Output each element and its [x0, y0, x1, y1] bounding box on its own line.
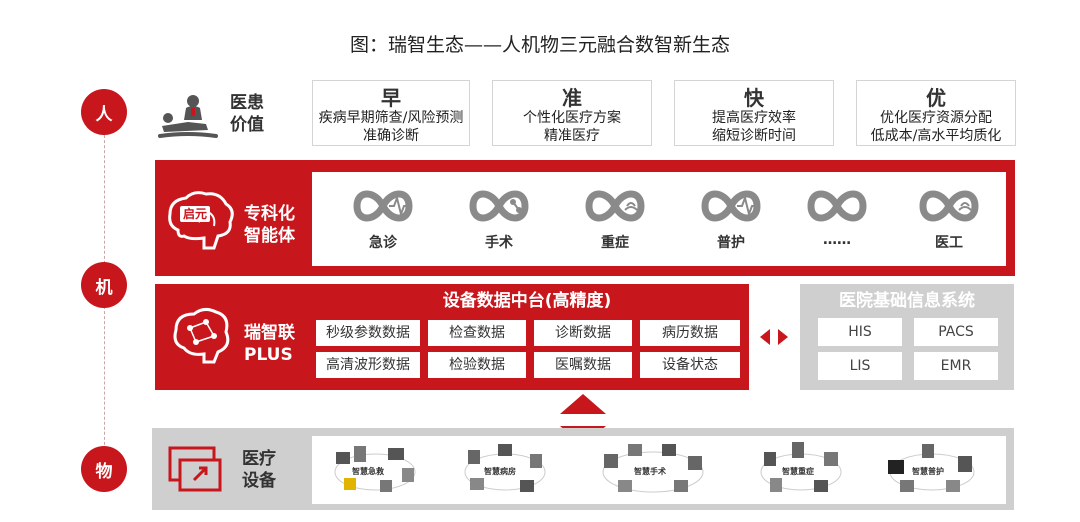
value-desc-line2: 低成本/高水平均质化 — [870, 128, 1002, 144]
device-scene-emergency: 智慧急救 — [330, 440, 420, 500]
value-desc-line1: 优化医疗资源分配 — [880, 110, 992, 126]
data-cell: 检查数据 — [428, 320, 526, 346]
plus-label-line1: 瑞智联 — [244, 323, 295, 343]
agent-surgery: 手术 — [454, 186, 544, 252]
infinity-icon — [807, 190, 867, 222]
value-desc-line2: 缩短诊断时间 — [712, 128, 796, 144]
data-cell: 秒级参数数据 — [316, 320, 420, 346]
value-box-early: 早 疾病早期筛查/风险预测 准确诊断 — [312, 80, 470, 146]
agent-name: 医工 — [935, 235, 963, 251]
agents-label-line1: 专科化 — [244, 204, 295, 224]
infinity-wave-icon — [353, 190, 413, 222]
agent-more: …… — [792, 186, 882, 248]
info-system-cell: LIS — [818, 352, 902, 380]
scene-label: 智慧手术 — [634, 467, 666, 476]
brain-icon — [164, 190, 238, 254]
device-screen-icon — [166, 442, 226, 494]
value-head: 早 — [381, 86, 401, 110]
plus-label: 瑞智联 PLUS — [244, 322, 295, 366]
value-desc-line1: 个性化医疗方案 — [523, 110, 621, 126]
agent-name: 普护 — [717, 235, 745, 251]
device-label-line2: 设备 — [242, 471, 276, 491]
infinity-wave-icon — [701, 190, 761, 222]
device-cluster-illustration — [760, 442, 842, 492]
device-label: 医疗 设备 — [242, 448, 276, 492]
data-center-title: 设备数据中台(高精度) — [442, 291, 612, 311]
value-head: 优 — [926, 86, 946, 110]
agent-general-nursing: 普护 — [686, 186, 776, 252]
plus-label-line2: PLUS — [244, 345, 293, 365]
value-box-optimal: 优 优化医疗资源分配 低成本/高水平均质化 — [856, 80, 1016, 146]
patient-value-line1: 医患 — [230, 93, 264, 113]
agent-name: 重症 — [601, 235, 629, 251]
data-cell: 诊断数据 — [534, 320, 632, 346]
level-circle-ren: 人 — [81, 89, 127, 135]
device-scene-general-nursing: 智慧普护 — [884, 440, 980, 500]
value-desc-line2: 精准医疗 — [544, 128, 600, 144]
info-system-cell: PACS — [914, 318, 998, 346]
patient-value-label: 医患 价值 — [230, 92, 264, 136]
scene-label: 智慧重症 — [782, 467, 814, 476]
agent-name: …… — [823, 232, 851, 248]
patient-care-icon — [158, 92, 220, 140]
value-box-precise: 准 个性化医疗方案 精准医疗 — [492, 80, 652, 146]
agent-emergency: 急诊 — [338, 186, 428, 252]
info-system-cell: EMR — [914, 352, 998, 380]
value-desc-line1: 提高医疗效率 — [712, 110, 796, 126]
patient-value-line2: 价值 — [230, 115, 264, 135]
infinity-signal-icon — [585, 190, 645, 222]
hospital-info-title: 医院基础信息系统 — [839, 291, 975, 311]
data-cell: 高清波形数据 — [316, 352, 420, 378]
value-head: 快 — [744, 86, 764, 110]
agents-label: 专科化 智能体 — [244, 203, 295, 247]
value-head: 准 — [562, 86, 582, 110]
agent-name: 手术 — [485, 235, 513, 251]
data-cell: 检验数据 — [428, 352, 526, 378]
brain-badge-text: 启元 — [180, 206, 211, 222]
device-cluster-illustration — [334, 446, 416, 492]
level-circle-ji: 机 — [81, 262, 127, 308]
diagram-title: 图：瑞智生态——人机物三元融合数智新生态 — [349, 34, 730, 56]
scene-label: 智慧普护 — [912, 467, 944, 476]
infinity-signal-icon — [919, 190, 979, 222]
agent-critical-care: 重症 — [570, 186, 660, 252]
value-desc-line2: 准确诊断 — [363, 128, 419, 144]
agents-panel — [312, 172, 1006, 266]
value-box-fast: 快 提高医疗效率 缩短诊断时间 — [674, 80, 834, 146]
bidirectional-arrow-icon — [760, 328, 788, 346]
network-brain-icon — [170, 306, 232, 366]
device-label-line1: 医疗 — [242, 449, 276, 469]
device-cluster-illustration — [888, 444, 975, 492]
device-cluster-illustration — [602, 444, 704, 493]
data-cell: 医嘱数据 — [534, 352, 632, 378]
value-desc-line1: 疾病早期筛查/风险预测 — [318, 110, 464, 126]
infinity-node-icon — [469, 190, 529, 222]
device-cluster-illustration — [464, 444, 546, 492]
agent-medical-engineering: 医工 — [904, 186, 994, 252]
scene-label: 智慧病房 — [484, 467, 516, 476]
level-circle-wu: 物 — [81, 446, 127, 492]
device-scene-surgery: 智慧手术 — [598, 440, 708, 500]
scene-label: 智慧急救 — [352, 467, 384, 476]
data-cell: 病历数据 — [640, 320, 740, 346]
info-system-cell: HIS — [818, 318, 902, 346]
agents-label-line2: 智能体 — [244, 226, 295, 246]
agent-name: 急诊 — [369, 235, 397, 251]
device-scene-icu: 智慧重症 — [756, 440, 846, 500]
device-scene-ward: 智慧病房 — [460, 440, 550, 500]
data-cell: 设备状态 — [640, 352, 740, 378]
